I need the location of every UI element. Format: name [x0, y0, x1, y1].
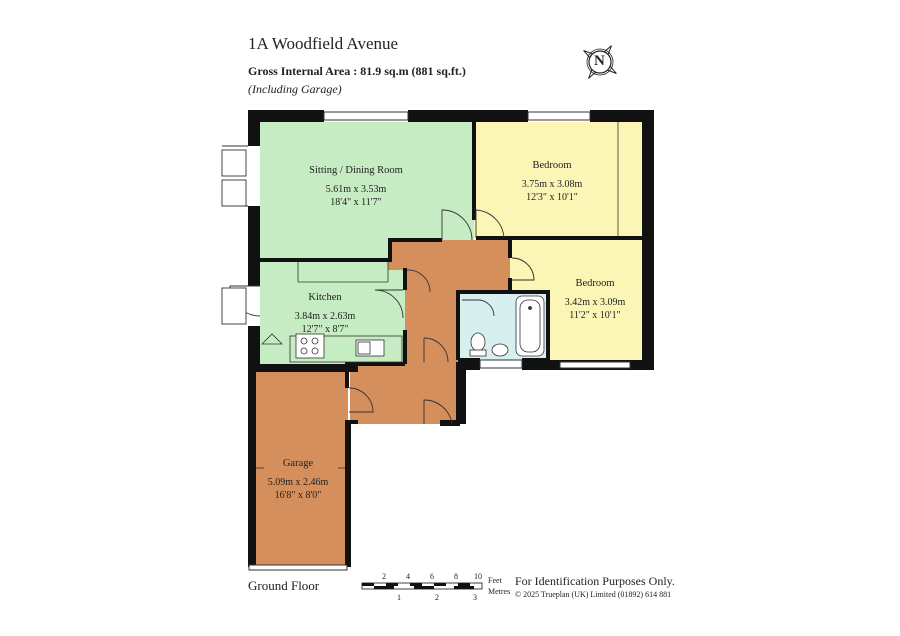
feet-tick: 6 — [430, 572, 434, 581]
kitchen-label: Kitchen 3.84m x 2.63m 12'7" x 8'7" — [295, 291, 356, 336]
room-imperial: 11'2" x 10'1" — [569, 310, 621, 321]
sitting-dining-room-fill — [260, 122, 474, 260]
feet-tick: 10 — [474, 572, 482, 581]
kitchen-fittings — [261, 262, 403, 363]
room-name: Sitting / Dining Room — [309, 165, 403, 176]
bedroom-1-fill — [474, 122, 644, 238]
room-metric: 5.09m x 2.46m — [267, 477, 329, 488]
scale-bar — [361, 582, 483, 590]
room-metric: 3.75m x 3.08m — [521, 179, 583, 190]
room-name: Kitchen — [308, 292, 342, 303]
room-name: Bedroom — [532, 160, 572, 171]
windows — [248, 111, 631, 571]
room-imperial: 12'7" x 8'7" — [301, 324, 349, 335]
room-imperial: 16'8" x 8'0" — [274, 490, 322, 501]
feet-tick: 8 — [454, 572, 458, 581]
bedroom-2-label: Bedroom 3.42m x 3.09m 11'2" x 10'1" — [565, 277, 626, 322]
room-metric: 3.84m x 2.63m — [294, 311, 356, 322]
metre-tick: 1 — [397, 593, 401, 602]
compass-rose-icon — [583, 45, 617, 79]
room-name: Bedroom — [575, 278, 615, 289]
floor-name: Ground Floor — [248, 578, 320, 593]
garage-fill — [248, 369, 348, 565]
metres-unit-label: Metres — [488, 587, 511, 596]
copyright-note: © 2025 Trueplan (UK) Limited (01892) 614… — [515, 590, 672, 599]
room-imperial: 12'3" x 10'1" — [526, 192, 578, 203]
feet-tick: 2 — [382, 572, 386, 581]
gross-internal-area: Gross Internal Area : 81.9 sq.m (881 sq.… — [248, 64, 466, 78]
doors — [221, 145, 535, 425]
room-imperial: 18'4" x 11'7" — [330, 197, 382, 208]
including-garage-note: (Including Garage) — [248, 82, 342, 96]
feet-tick: 4 — [406, 572, 410, 581]
room-name: Garage — [282, 458, 314, 469]
identification-note: For Identification Purposes Only. — [515, 574, 675, 588]
bathroom-fittings — [469, 295, 545, 357]
room-metric: 5.61m x 3.53m — [325, 184, 387, 195]
hallway-fill — [350, 240, 510, 424]
property-title: 1A Woodfield Avenue — [248, 34, 399, 53]
garage-label: Garage 5.09m x 2.46m 16'8" x 8'0" — [268, 457, 329, 502]
bedroom-1-label: Bedroom 3.75m x 3.08m 12'3" x 10'1" — [522, 159, 583, 204]
feet-unit-label: Feet — [488, 576, 502, 585]
sitting-dining-room-label: Sitting / Dining Room 5.61m x 3.53m 18'4… — [309, 164, 403, 209]
room-metric: 3.42m x 3.09m — [564, 297, 626, 308]
metre-tick: 3 — [473, 593, 477, 602]
compass-north-label: N — [594, 53, 605, 69]
metre-tick: 2 — [435, 593, 439, 602]
